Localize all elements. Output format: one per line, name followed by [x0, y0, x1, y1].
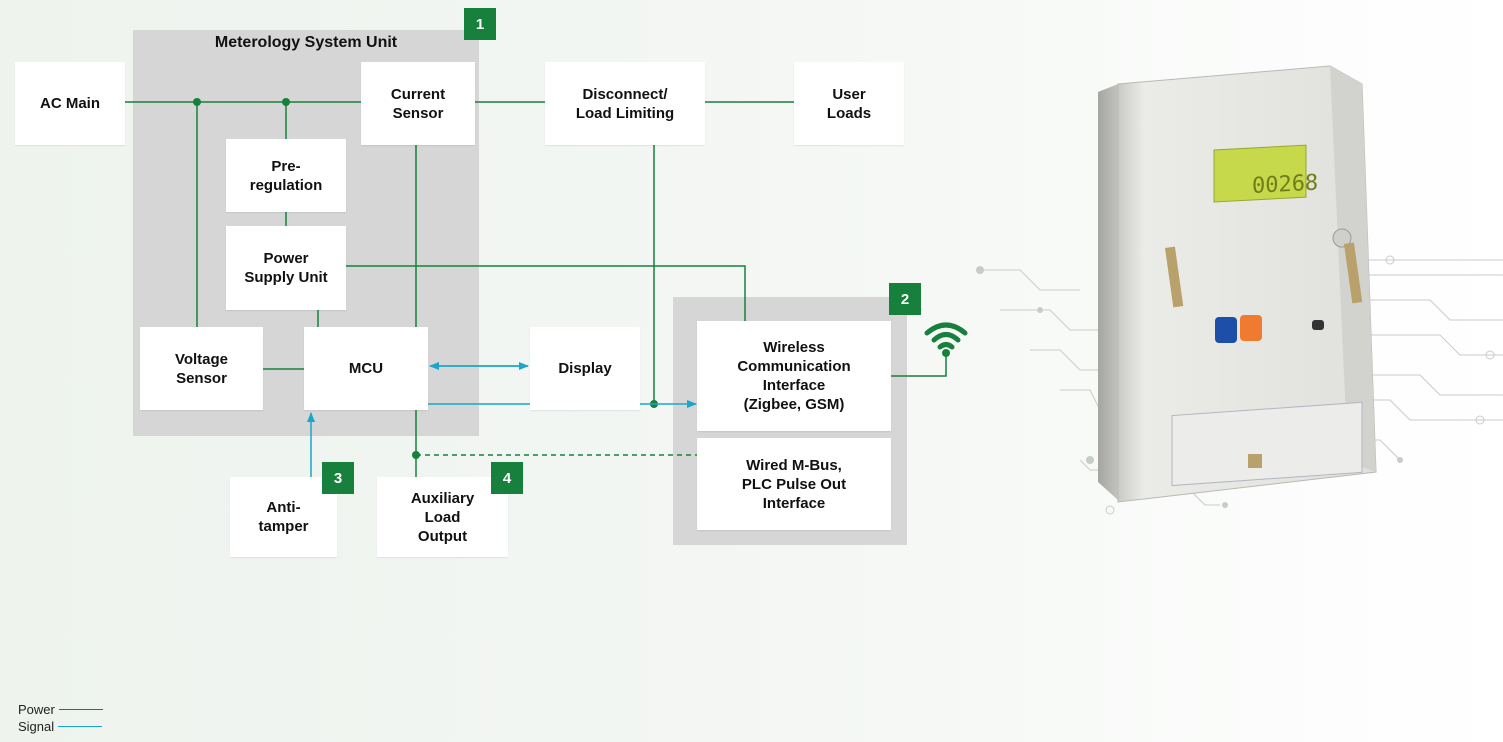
legend: Power Signal	[18, 701, 103, 735]
power-line-antenna	[891, 356, 947, 377]
power-supply-unit-block: Power Supply Unit	[226, 226, 346, 310]
current-sensor-block: Current Sensor	[361, 62, 475, 145]
legend-power-line	[58, 709, 103, 710]
user-loads-block: User Loads	[794, 62, 904, 145]
circuit-trace-decoration	[976, 255, 1503, 515]
legend-power: Power	[18, 701, 103, 718]
preregulation-block: Pre- regulation	[226, 139, 346, 212]
auxiliary-load-output-block: Auxiliary Load Output	[377, 477, 508, 557]
svg-text:00268: 00268	[1252, 171, 1318, 199]
badge-1: 1	[464, 8, 496, 40]
wireless-communication-block: Wireless Communication Interface (Zigbee…	[697, 321, 891, 431]
wired-mbus-block: Wired M-Bus, PLC Pulse Out Interface	[697, 438, 891, 530]
badge-4: 4	[491, 462, 523, 494]
anti-tamper-block: Anti- tamper	[230, 477, 337, 557]
smart-meter-icon: 00268	[1098, 65, 1377, 503]
mcu-block: MCU	[304, 327, 428, 410]
display-block: Display	[530, 327, 640, 410]
voltage-sensor-block: Voltage Sensor	[140, 327, 263, 410]
power-lines	[125, 101, 947, 477]
badge-3: 3	[322, 462, 354, 494]
metrology-group-title: Meterology System Unit	[214, 34, 398, 51]
legend-signal: Signal	[18, 718, 103, 735]
power-line-psu-wireless	[346, 265, 746, 321]
ac-main-block: AC Main	[15, 62, 125, 145]
legend-signal-line	[58, 726, 103, 727]
disconnect-load-limiting-block: Disconnect/ Load Limiting	[545, 62, 705, 145]
badge-2: 2	[889, 283, 921, 315]
wifi-icon	[924, 322, 968, 357]
